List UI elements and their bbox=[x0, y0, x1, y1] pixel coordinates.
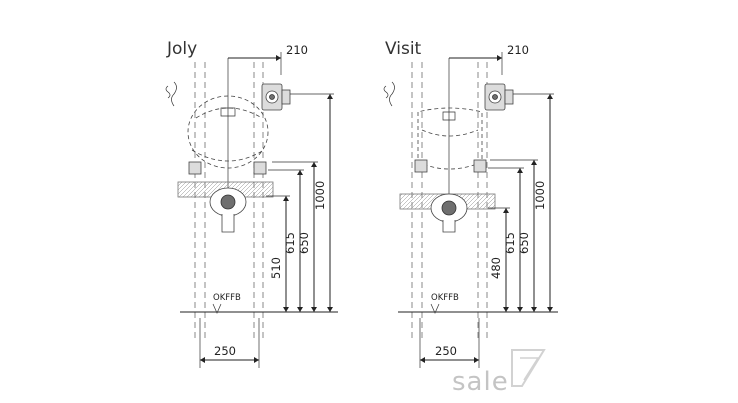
dimension-bottom-value: 250 bbox=[214, 344, 236, 358]
panel-visit: Visit OKFFB 210 bbox=[383, 39, 558, 368]
watermark: sale bbox=[452, 349, 546, 397]
frame-rails bbox=[194, 62, 264, 340]
waste-outlet bbox=[430, 193, 468, 233]
dimension-top: 210 bbox=[448, 43, 529, 195]
bracket-right bbox=[473, 159, 487, 173]
dimension-bottom: 250 bbox=[199, 318, 260, 368]
extension-lines bbox=[488, 93, 554, 209]
panel-title: Visit bbox=[385, 39, 422, 59]
dimension-h4-value: 1000 bbox=[313, 181, 327, 210]
dimension-h1: 510 bbox=[269, 196, 289, 312]
dimension-top: 210 bbox=[227, 43, 308, 195]
floor-marker-icon bbox=[430, 303, 440, 314]
dimension-h3: 650 bbox=[517, 160, 537, 312]
dimension-h3-value: 650 bbox=[297, 232, 311, 254]
floor-label: OKFFB bbox=[213, 293, 241, 303]
urinal-bowl bbox=[417, 107, 483, 170]
dimension-h2: 615 bbox=[283, 170, 303, 312]
bracket-left bbox=[414, 159, 428, 173]
panel-title: Joly bbox=[166, 39, 197, 59]
dimension-h4-value: 1000 bbox=[533, 181, 547, 210]
floor-marker-icon bbox=[212, 303, 222, 314]
dimension-h3: 650 bbox=[297, 162, 317, 312]
dimension-h4: 1000 bbox=[533, 94, 553, 312]
dimension-h2-value: 615 bbox=[283, 232, 297, 254]
extension-lines bbox=[266, 93, 334, 197]
frame-rails bbox=[411, 62, 488, 340]
dimension-bottom-value: 250 bbox=[435, 344, 457, 358]
wall-hook-icon bbox=[383, 81, 395, 107]
dimension-h1-value: 480 bbox=[489, 257, 503, 279]
watermark-logo-icon bbox=[511, 349, 546, 387]
dimension-top-value: 210 bbox=[286, 43, 308, 57]
dimension-h2: 615 bbox=[503, 168, 523, 312]
floor-label: OKFFB bbox=[431, 293, 459, 303]
flush-valve bbox=[484, 83, 514, 111]
dimension-h1-value: 510 bbox=[269, 257, 283, 279]
dimension-bottom: 250 bbox=[419, 318, 480, 368]
bracket-left bbox=[188, 161, 202, 175]
bracket-right bbox=[253, 161, 267, 175]
wall-hook-icon bbox=[165, 81, 177, 107]
dimension-h1: 480 bbox=[489, 208, 509, 312]
watermark-text: sale bbox=[452, 367, 509, 397]
waste-outlet bbox=[209, 187, 247, 233]
flush-valve bbox=[261, 83, 291, 111]
dimension-h4: 1000 bbox=[313, 94, 333, 312]
dimension-h2-value: 615 bbox=[503, 232, 517, 254]
dimension-top-value: 210 bbox=[507, 43, 529, 57]
panel-joly: Joly OKFFB 210 bbox=[165, 39, 338, 368]
urinal-bowl bbox=[187, 95, 269, 169]
dimension-h3-value: 650 bbox=[517, 232, 531, 254]
